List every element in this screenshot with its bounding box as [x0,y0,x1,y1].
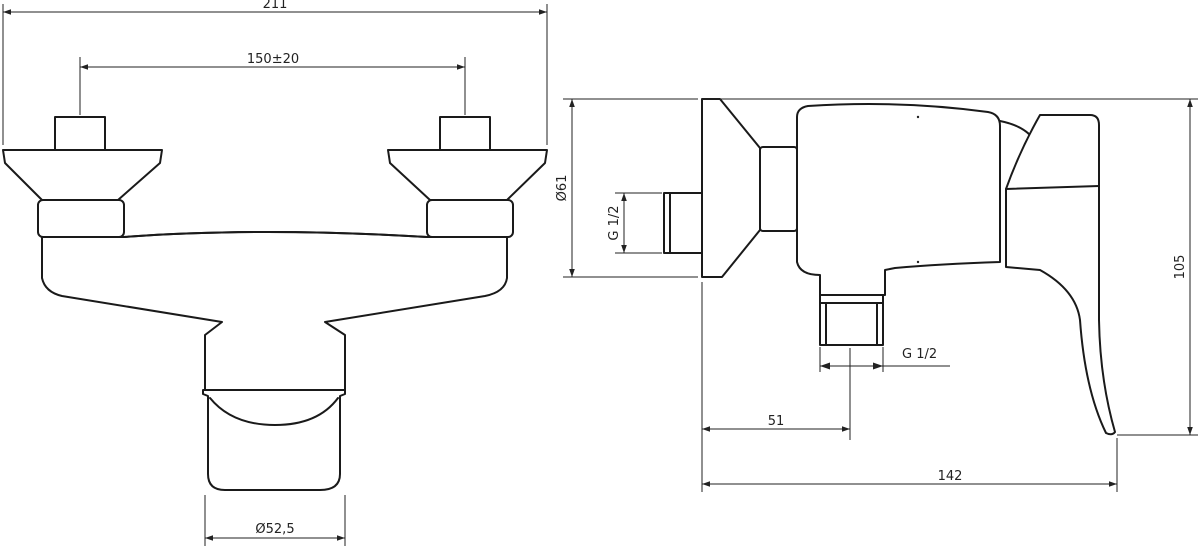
lever-hub [999,120,1031,136]
front-dimensions: 211 150±20 Ø52,5 [2,0,548,546]
dim-flange-diameter: Ø61 [555,175,570,202]
dim-overall-width: 211 [263,0,288,12]
right-union-nut [426,199,514,238]
lever-handle [1005,114,1116,436]
outlet-spout [202,389,346,491]
outlet-spout-opening [209,397,339,426]
left-union-nut [37,199,125,238]
side-body [796,103,1001,296]
dim-outlet-offset: 51 [768,414,785,429]
dim-overall-depth: 142 [938,469,963,484]
left-inlet-stub [54,116,106,151]
side-dimensions: Ø61 G 1/2 G 1/2 51 142 105 [555,98,1198,492]
right-inlet-stub [439,116,491,151]
right-flange [387,149,548,201]
mixer-body [41,231,508,391]
front-view [2,116,548,491]
side-flange [701,98,761,278]
dim-inlet-thread: G 1/2 [607,205,622,240]
dim-overall-height: 105 [1173,255,1188,280]
left-flange [2,149,163,201]
side-view [663,98,1116,436]
dim-outlet-thread: G 1/2 [902,347,937,362]
dim-inlet-spacing: 150±20 [247,52,299,67]
dim-outlet-diameter: Ø52,5 [255,522,294,537]
body-seam [123,231,428,238]
lever-edge [1005,185,1100,190]
side-union-nut [759,146,798,232]
